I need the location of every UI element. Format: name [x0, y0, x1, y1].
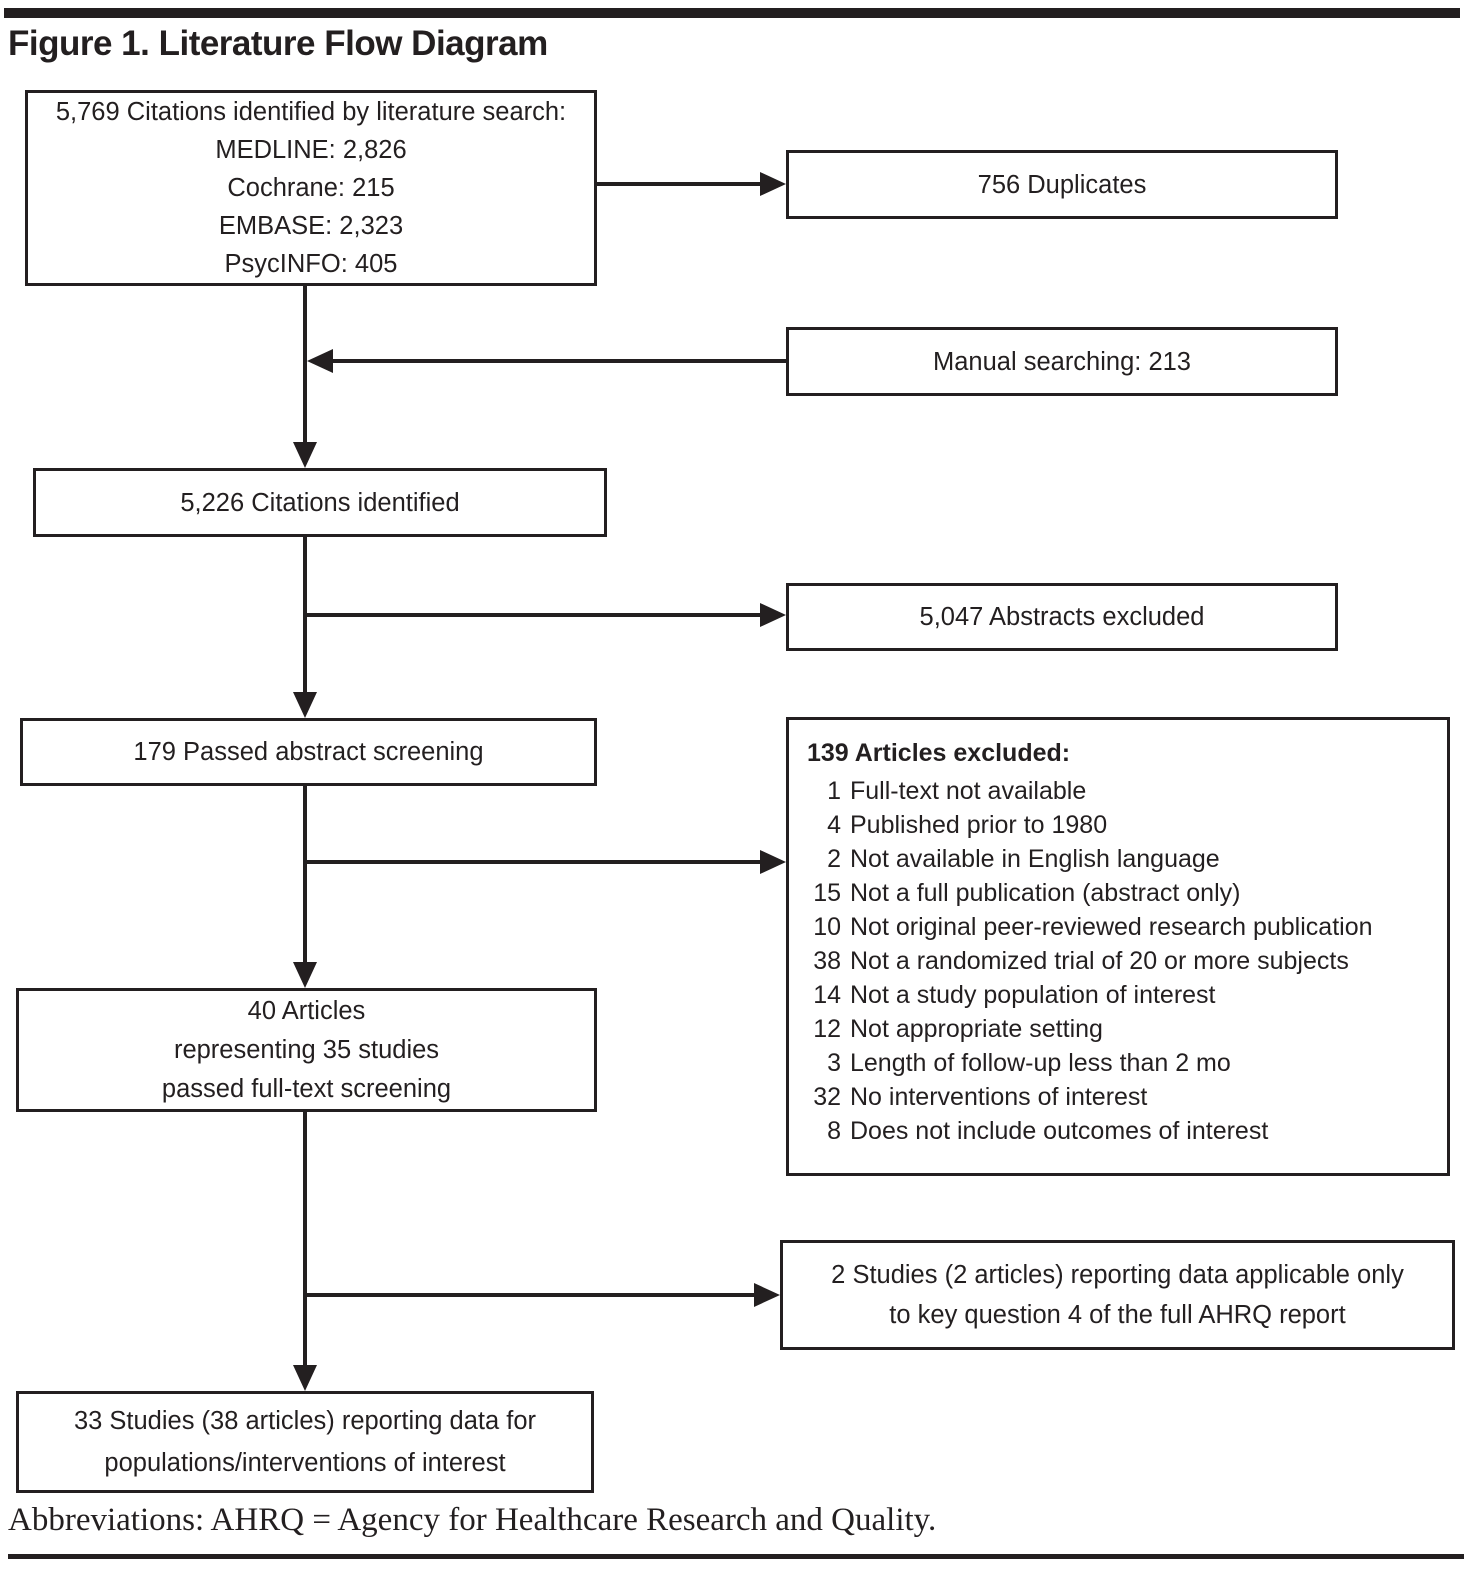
connector-abstract-to-fulltext — [303, 786, 307, 964]
box-passed-fulltext: 40 Articles representing 35 studies pass… — [16, 988, 597, 1112]
box-final-studies: 33 Studies (38 articles) reporting data … — [16, 1391, 594, 1493]
reason-text: Full-text not available — [850, 777, 1087, 805]
box-citations-identified: 5,226 Citations identified — [33, 468, 607, 537]
abstracts-excluded-label: 5,047 Abstracts excluded — [919, 603, 1205, 631]
arrowhead-down-icon — [293, 442, 317, 468]
reason-text: Not a randomized trial of 20 or more sub… — [850, 947, 1349, 975]
reason-text: Not a study population of interest — [850, 981, 1216, 1009]
abbreviations-footnote: Abbreviations: AHRQ = Agency for Healthc… — [8, 1502, 937, 1538]
figure-title: Figure 1. Literature Flow Diagram — [8, 24, 548, 63]
passed-fulltext-line: representing 35 studies — [173, 1035, 440, 1064]
source-embase: EMBASE: 2,323 — [218, 212, 404, 240]
exclusion-reason-row: 2 Not available in English language — [807, 842, 1431, 876]
reason-text: Does not include outcomes of interest — [850, 1117, 1269, 1145]
reason-count: 8 — [827, 1117, 841, 1145]
box-abstracts-excluded: 5,047 Abstracts excluded — [786, 583, 1338, 651]
source-cochrane: Cochrane: 215 — [227, 174, 395, 202]
citations-identified-label: 5,226 Citations identified — [180, 488, 460, 517]
reason-count: 14 — [813, 981, 841, 1009]
box-articles-excluded: 139 Articles excluded: 1 Full-text not a… — [786, 717, 1450, 1176]
final-studies-line: 33 Studies (38 articles) reporting data … — [73, 1407, 537, 1435]
reason-count: 1 — [827, 777, 841, 805]
exclusion-reason-row: 14 Not a study population of interest — [807, 978, 1431, 1012]
final-studies-line: populations/interventions of interest — [104, 1449, 506, 1477]
box-kq4-studies: 2 Studies (2 articles) reporting data ap… — [780, 1240, 1455, 1350]
duplicates-label: 756 Duplicates — [977, 170, 1147, 199]
manual-searching-label: Manual searching: 213 — [932, 347, 1191, 376]
exclusion-reason-row: 10 Not original peer-reviewed research p… — [807, 910, 1431, 944]
passed-abstract-screening-label: 179 Passed abstract screening — [133, 738, 484, 766]
reason-text: Not a full publication (abstract only) — [850, 879, 1241, 907]
reason-text: Published prior to 1980 — [850, 811, 1108, 839]
reason-count: 3 — [827, 1049, 841, 1077]
reason-count: 38 — [813, 947, 841, 975]
articles-excluded-header: 139 Articles excluded: — [807, 739, 1071, 767]
bottom-rule — [8, 1554, 1464, 1559]
exclusion-reason-row: 4 Published prior to 1980 — [807, 808, 1431, 842]
exclusion-reason-row: 15 Not a full publication (abstract only… — [807, 876, 1431, 910]
arrowhead-right-icon — [754, 1283, 780, 1307]
source-medline: MEDLINE: 2,826 — [215, 136, 407, 164]
exclusion-reason-row: 32 No interventions of interest — [807, 1080, 1431, 1114]
reason-count: 4 — [827, 811, 841, 839]
arrowhead-down-icon — [293, 692, 317, 718]
connector-manual-to-flow — [329, 359, 786, 363]
reason-count: 10 — [813, 913, 841, 941]
box-citations-search: 5,769 Citations identified by literature… — [25, 90, 597, 286]
exclusion-reason-row: 12 Not appropriate setting — [807, 1012, 1431, 1046]
reason-count: 15 — [813, 879, 841, 907]
connector-to-articles-excluded — [303, 860, 762, 864]
reason-text: No interventions of interest — [850, 1083, 1148, 1111]
box-duplicates: 756 Duplicates — [786, 150, 1338, 219]
arrowhead-right-icon — [760, 603, 786, 627]
reason-text: Not appropriate setting — [850, 1015, 1103, 1043]
reason-count: 32 — [813, 1083, 841, 1111]
exclusion-reason-row: 8 Does not include outcomes of interest — [807, 1114, 1431, 1148]
reason-text: Not original peer-reviewed research publ… — [850, 913, 1373, 941]
source-psycinfo: PsycINFO: 405 — [224, 250, 398, 278]
exclusion-reason-row: 1 Full-text not available — [807, 774, 1431, 808]
box-passed-abstract-screening: 179 Passed abstract screening — [20, 718, 597, 786]
connector-to-abstracts-excluded — [303, 613, 762, 617]
top-rule — [4, 8, 1460, 18]
arrowhead-right-icon — [760, 172, 786, 196]
reason-count: 12 — [813, 1015, 841, 1043]
connector-search-to-duplicates — [597, 182, 764, 186]
connector-search-to-citations — [303, 285, 307, 444]
exclusion-reason-row: 38 Not a randomized trial of 20 or more … — [807, 944, 1431, 978]
arrowhead-down-icon — [293, 1365, 317, 1391]
connector-to-kq4 — [303, 1293, 756, 1297]
arrowhead-right-icon — [760, 850, 786, 874]
kq4-line: to key question 4 of the full AHRQ repor… — [889, 1301, 1346, 1329]
exclusion-reason-row: 3 Length of follow-up less than 2 mo — [807, 1046, 1431, 1080]
citations-search-total: 5,769 Citations identified by literature… — [55, 98, 567, 126]
passed-fulltext-line: passed full-text screening — [161, 1074, 452, 1103]
arrowhead-left-icon — [307, 349, 333, 373]
box-manual-searching: Manual searching: 213 — [786, 327, 1338, 396]
kq4-line: 2 Studies (2 articles) reporting data ap… — [831, 1261, 1404, 1289]
passed-fulltext-line: 40 Articles — [247, 996, 366, 1025]
reason-text: Length of follow-up less than 2 mo — [850, 1049, 1231, 1077]
connector-fulltext-to-final — [303, 1112, 307, 1367]
arrowhead-down-icon — [293, 962, 317, 988]
reason-text: Not available in English language — [850, 845, 1220, 873]
reason-count: 2 — [827, 845, 841, 873]
